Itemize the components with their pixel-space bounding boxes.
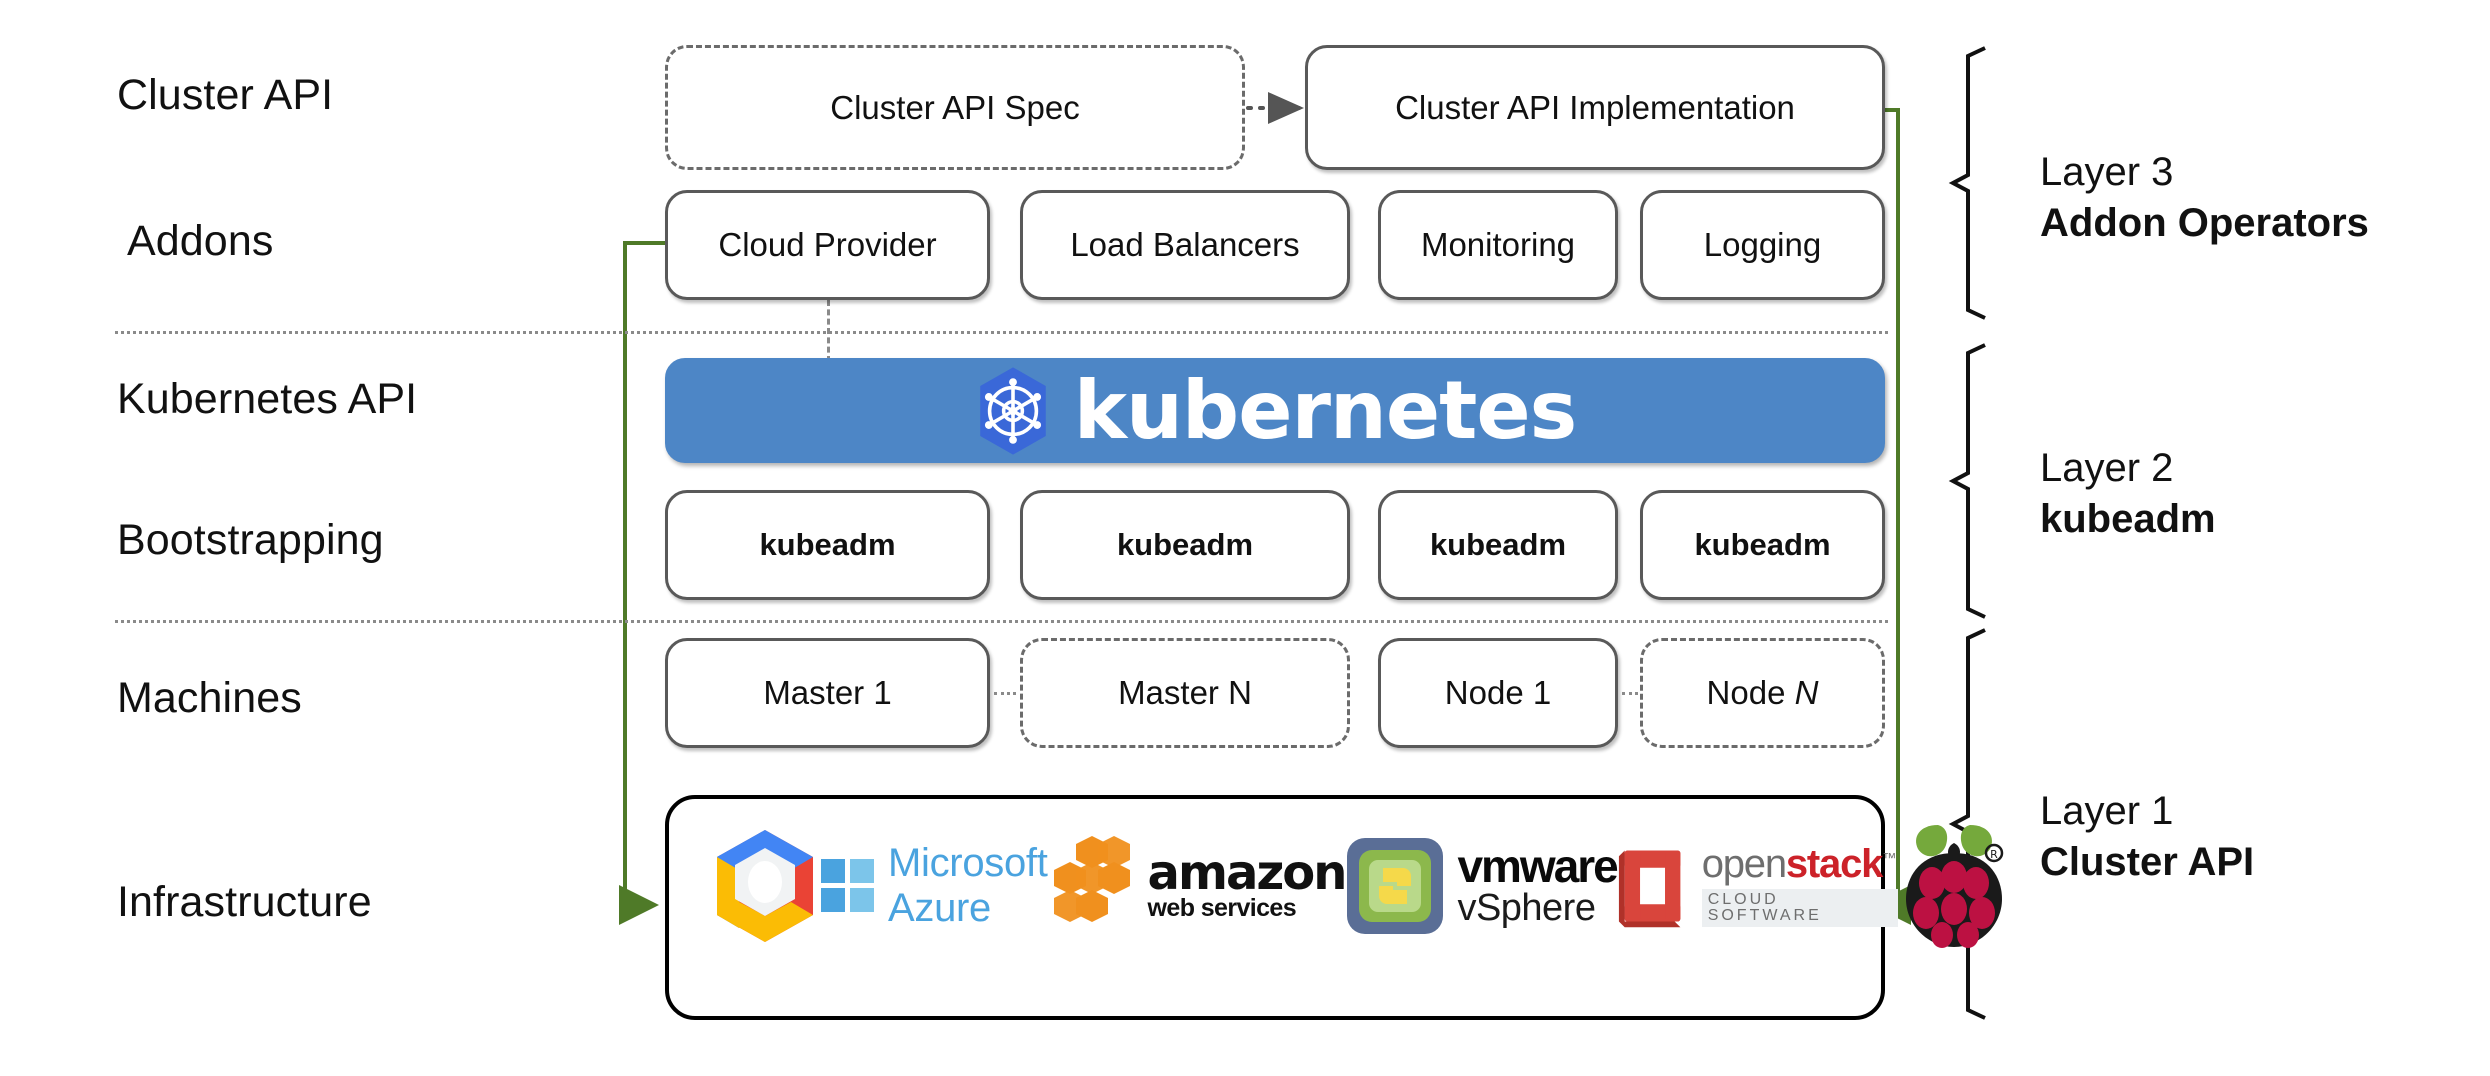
cluster-api-spec-box[interactable]: Cluster API Spec — [665, 45, 1245, 170]
layer-2-number: Layer 2 — [2040, 446, 2174, 490]
microsoft-azure-icon: Microsoft Azure — [821, 826, 1048, 946]
row-label-infrastructure: Infrastructure — [117, 878, 372, 926]
bootstrap-label: kubeadm — [1116, 527, 1254, 562]
addon-label: Monitoring — [1420, 226, 1576, 263]
machines-ellipsis-node — [1622, 692, 1638, 695]
machine-label: Node N — [1707, 674, 1819, 712]
layer-2-label: Layer 2 kubeadm — [2040, 443, 2216, 545]
layer-1-label: Layer 1 Cluster API — [2040, 786, 2254, 888]
openstack-wordmark: openstack™ — [1701, 842, 1896, 886]
addon-box-monitoring[interactable]: Monitoring — [1378, 190, 1618, 300]
addon-label: Cloud Provider — [718, 226, 937, 263]
vsphere-badge-icon — [1347, 837, 1444, 934]
layer-1-number: Layer 1 — [2040, 789, 2174, 833]
machine-box-node-1[interactable]: Node 1 — [1378, 638, 1618, 748]
machines-ellipsis-master — [994, 692, 1016, 695]
amazon-web-services-icon: amazon web services — [1048, 826, 1348, 946]
cluster-api-spec-label: Cluster API Spec — [830, 88, 1080, 126]
addon-box-cloud-provider[interactable]: Cloud Provider — [665, 190, 990, 300]
machine-label-text: Node — [1706, 674, 1795, 711]
layer-2-brace — [1948, 343, 1986, 619]
cluster-api-implementation-label: Cluster API Implementation — [1395, 88, 1795, 126]
google-cloud-icon — [709, 826, 821, 946]
machine-box-master-1[interactable]: Master 1 — [665, 638, 990, 748]
machine-box-master-n[interactable]: Master N — [1020, 638, 1350, 748]
layer-3-name: Addon Operators — [2040, 201, 2369, 246]
layer-3-number: Layer 3 — [2040, 150, 2174, 194]
vsphere-wordmark: vSphere — [1457, 887, 1596, 930]
microsoft-window-icon — [821, 859, 874, 912]
row-label-machines: Machines — [117, 674, 302, 722]
aws-cubes-icon — [1053, 835, 1130, 922]
addon-box-load-balancers[interactable]: Load Balancers — [1020, 190, 1350, 300]
layer-3-brace — [1948, 46, 1986, 320]
cloud-provider-to-kubernetes-stub — [827, 300, 830, 362]
row-label-addons: Addons — [127, 217, 274, 265]
microsoft-azure-label: Microsoft Azure — [888, 840, 1048, 930]
openstack-tagline: CLOUD SOFTWARE — [1701, 889, 1899, 927]
vmware-vsphere-icon: vmware vSphere — [1345, 826, 1619, 946]
openstack-word-open: open — [1701, 842, 1787, 886]
cluster-api-implementation-box[interactable]: Cluster API Implementation — [1305, 45, 1885, 170]
separator-bootstrapping-machines — [115, 620, 1888, 623]
bootstrap-label: kubeadm — [1429, 527, 1567, 562]
kubernetes-wordmark: kubernetes — [1073, 363, 1577, 457]
openstack-icon: openstack™ CLOUD SOFTWARE — [1617, 826, 1899, 946]
machine-label: Master N — [1118, 674, 1252, 711]
machine-box-node-n[interactable]: Node N — [1640, 638, 1885, 748]
machine-label-italic-n: N — [1794, 674, 1819, 711]
row-label-cluster-api: Cluster API — [117, 71, 334, 119]
kubernetes-helm-wheel-icon — [974, 365, 1052, 457]
bootstrap-label: kubeadm — [759, 527, 896, 562]
aws-wordmark-webservices: web services — [1147, 894, 1297, 923]
vmware-wordmark: vmware — [1457, 839, 1618, 892]
bootstrap-label: kubeadm — [1694, 527, 1831, 562]
raspberry-pi-icon: R — [1898, 824, 2010, 948]
kubernetes-banner[interactable]: kubernetes — [665, 358, 1885, 463]
aws-wordmark-amazon: amazon — [1147, 844, 1348, 901]
row-label-kubernetes-api: Kubernetes API — [117, 375, 418, 423]
machine-label: Master 1 — [763, 674, 892, 711]
openstack-word-stack: stack — [1785, 842, 1884, 886]
layer-3-label: Layer 3 Addon Operators — [2040, 147, 2369, 249]
openstack-mark-icon — [1618, 849, 1681, 927]
addon-label: Logging — [1703, 226, 1822, 263]
bootstrap-box-4[interactable]: kubeadm — [1640, 490, 1885, 600]
bootstrap-box-1[interactable]: kubeadm — [665, 490, 990, 600]
layer-2-name: kubeadm — [2040, 497, 2216, 542]
svg-text:R: R — [1990, 848, 1998, 861]
cloud-provider-to-infrastructure-connector — [619, 241, 665, 925]
separator-addons-kubernetes — [115, 331, 1888, 334]
row-label-bootstrapping: Bootstrapping — [117, 516, 384, 564]
machine-label: Node 1 — [1444, 674, 1552, 711]
addon-label: Load Balancers — [1070, 226, 1300, 263]
bootstrap-box-2[interactable]: kubeadm — [1020, 490, 1350, 600]
addon-box-logging[interactable]: Logging — [1640, 190, 1885, 300]
bootstrap-box-3[interactable]: kubeadm — [1378, 490, 1618, 600]
openstack-trademark: ™ — [1882, 849, 1896, 866]
infrastructure-box[interactable]: Microsoft Azure amazon web services — [665, 795, 2004, 1020]
layer-1-name: Cluster API — [2040, 840, 2255, 885]
